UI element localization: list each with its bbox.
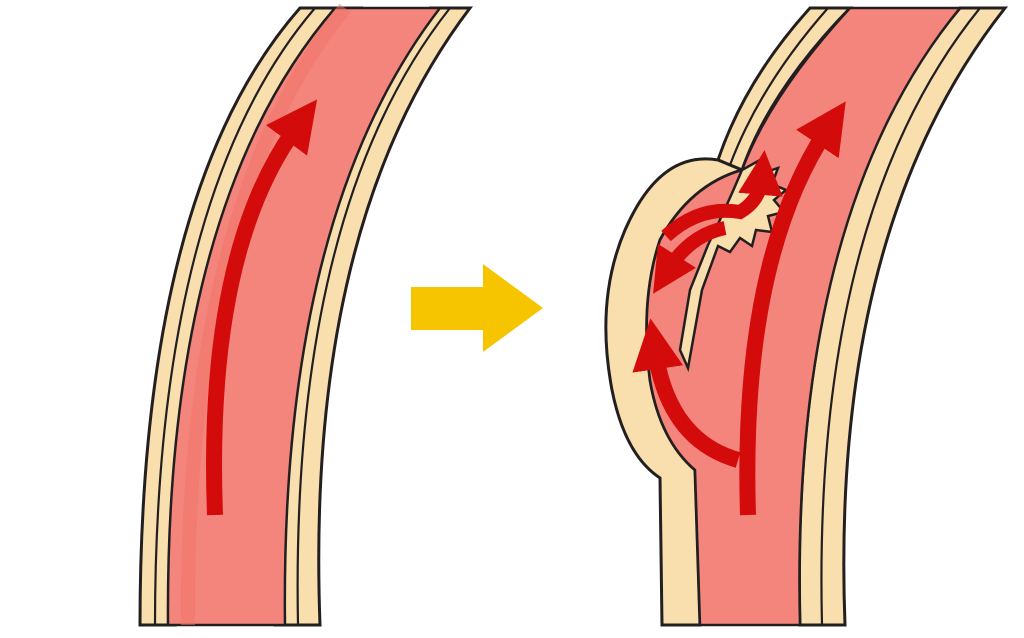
healthy-artery-lumen [166, 6, 443, 627]
wall-line [728, 7, 829, 166]
wall-line [296, 7, 451, 626]
lumen-shade [180, 3, 351, 626]
right-arrow-icon [411, 264, 543, 352]
flow-arrow [632, 318, 741, 468]
intimal-flap [678, 158, 789, 373]
flow-arrow [739, 101, 846, 516]
flow-arrow [661, 150, 783, 242]
flow-arrow [653, 221, 727, 294]
dissected-artery [604, 6, 1009, 627]
flow-arrow [206, 99, 318, 516]
wall-line [820, 7, 981, 626]
wall-line [153, 7, 316, 626]
healthy-artery [138, 3, 474, 627]
